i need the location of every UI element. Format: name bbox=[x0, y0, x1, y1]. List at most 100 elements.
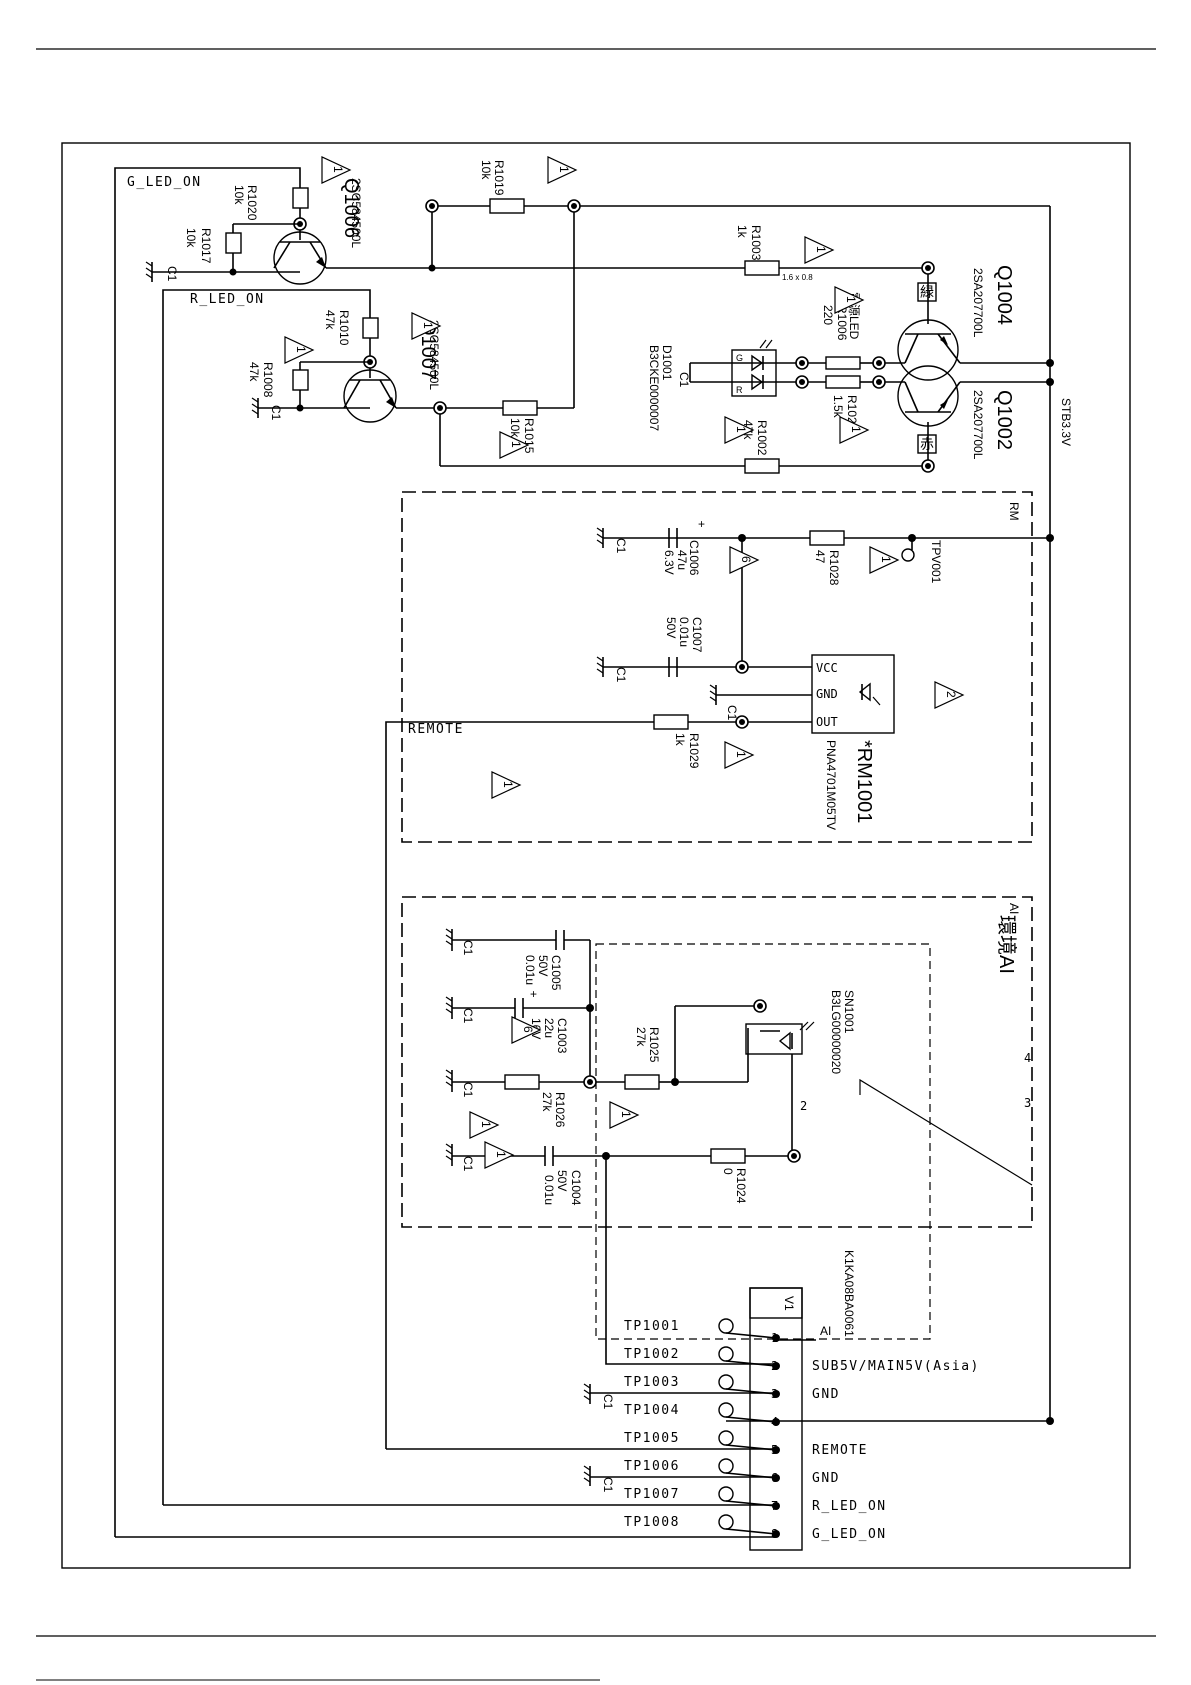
svg-text:R1002: R1002 bbox=[755, 420, 769, 456]
triangle-label-6: 1 bbox=[509, 441, 523, 448]
triangle-13 bbox=[491, 771, 522, 799]
sn-pin2: 2 bbox=[800, 1099, 807, 1113]
pin-signal-3: GND bbox=[812, 1387, 840, 1402]
svg-text:C1004: C1004 bbox=[569, 1170, 583, 1206]
testpoint-6: TP1006 bbox=[624, 1459, 680, 1474]
rm-label: RM bbox=[1007, 502, 1021, 521]
triangle-15 bbox=[609, 1101, 640, 1129]
svg-text:27k: 27k bbox=[540, 1092, 554, 1112]
svg-text:2SC584500L: 2SC584500L bbox=[349, 178, 363, 248]
svg-text:50V: 50V bbox=[536, 955, 550, 976]
r1017-ref: R1017 bbox=[199, 228, 213, 264]
c1-gnd-9: C1 bbox=[461, 1156, 475, 1172]
r1019-ref: R1019 bbox=[492, 160, 506, 196]
rm1001-part: PNA4701M05TV bbox=[824, 740, 838, 830]
pin-number-8: 8 bbox=[771, 1527, 778, 1541]
triangle-label-3: 1 bbox=[421, 322, 435, 329]
r1002-ref: R1002 bbox=[755, 420, 769, 456]
pin-number-5: 5 bbox=[771, 1443, 778, 1457]
c1004-volt: 50V bbox=[555, 1170, 569, 1191]
sn1001-part: B3LG00000020 bbox=[829, 990, 843, 1074]
svg-text:赤: 赤 bbox=[920, 436, 934, 452]
svg-text:K1KA08BA0061: K1KA08BA0061 bbox=[842, 1250, 856, 1337]
svg-text:R1026: R1026 bbox=[553, 1092, 567, 1128]
svg-text:Q1006: Q1006 bbox=[340, 178, 362, 238]
svg-text:2SA207700L: 2SA207700L bbox=[971, 390, 985, 460]
green-char: 緑 bbox=[920, 284, 934, 300]
svg-text:SN1001: SN1001 bbox=[842, 990, 856, 1034]
triangle-7 bbox=[724, 416, 755, 444]
c1-gnd-2: C1 bbox=[269, 405, 283, 421]
red-char: 赤 bbox=[920, 436, 934, 452]
rm-out: OUT bbox=[816, 715, 838, 729]
r1010-val: 47k bbox=[323, 310, 337, 330]
c1006-val: 47u bbox=[675, 550, 689, 570]
ai-title: 環境AI bbox=[995, 915, 1018, 974]
connector-part: K1KA08BA0061 bbox=[842, 1250, 856, 1337]
r1025-ref: R1025 bbox=[647, 1027, 661, 1063]
svg-text:47u: 47u bbox=[675, 550, 689, 570]
svg-text:R1019: R1019 bbox=[492, 160, 506, 196]
triangle-label-2: 1 bbox=[814, 246, 828, 253]
r1020-ref: R1020 bbox=[245, 185, 259, 221]
r1019-val: 10k bbox=[479, 160, 493, 180]
triangle-8 bbox=[839, 416, 870, 444]
pin-number-4: 4 bbox=[771, 1415, 778, 1429]
triangle-label-8: 1 bbox=[849, 426, 863, 433]
svg-text:27k: 27k bbox=[634, 1027, 648, 1047]
r1015-val: 10k bbox=[508, 418, 522, 438]
connector-name: V1 bbox=[782, 1296, 796, 1311]
svg-text:4: 4 bbox=[1024, 1051, 1031, 1065]
triangle-label-15: 1 bbox=[619, 1111, 633, 1118]
r1008-val: 47k bbox=[247, 362, 261, 382]
triangle-label-11: 2 bbox=[944, 691, 958, 698]
pin-number-1: 1 bbox=[771, 1331, 778, 1345]
q1004-part: 2SA207700L bbox=[971, 268, 985, 338]
triangle-0 bbox=[321, 156, 352, 184]
svg-text:1k: 1k bbox=[735, 225, 749, 239]
svg-text:C1005: C1005 bbox=[549, 955, 563, 991]
svg-text:R1025: R1025 bbox=[647, 1027, 661, 1063]
q1002-part: 2SA207700L bbox=[971, 390, 985, 460]
q1004-ref: Q1004 bbox=[993, 265, 1015, 325]
c1007-ref: C1007 bbox=[690, 617, 704, 653]
q1007-ref: Q1007 bbox=[417, 320, 439, 380]
r1020-val: 10k bbox=[232, 185, 246, 205]
svg-text:R1020: R1020 bbox=[245, 185, 259, 221]
pin-signal-6: GND bbox=[812, 1471, 840, 1486]
testpoint-1: TP1001 bbox=[624, 1319, 680, 1334]
triangle-14 bbox=[511, 1016, 542, 1044]
svg-text:0.01u: 0.01u bbox=[677, 617, 691, 647]
triangle-1 bbox=[547, 156, 578, 184]
testpoint-4: TP1004 bbox=[624, 1403, 680, 1418]
testpoint-circle-6 bbox=[718, 1458, 734, 1474]
d1001-symbol bbox=[731, 349, 777, 397]
svg-text:10k: 10k bbox=[184, 228, 198, 248]
triangle-12 bbox=[724, 741, 755, 769]
c1006-volt: 6.3V bbox=[662, 550, 676, 575]
c1-gnd-11: C1 bbox=[601, 1477, 615, 1493]
svg-text:10k: 10k bbox=[232, 185, 246, 205]
tpv001-ref: TPV001 bbox=[929, 540, 943, 584]
c1-gnd-10: C1 bbox=[601, 1394, 615, 1410]
svg-text:R1006: R1006 bbox=[835, 305, 849, 341]
svg-text:Q1007: Q1007 bbox=[417, 320, 439, 380]
d1001-ref: D1001 bbox=[660, 345, 674, 381]
ai-block bbox=[401, 896, 1033, 1228]
r1008-ref: R1008 bbox=[261, 362, 275, 398]
triangle-label-9: 6 bbox=[739, 556, 753, 563]
triangle-10 bbox=[869, 546, 900, 574]
c1006-ref: C1006 bbox=[687, 540, 701, 576]
testpoint-circle-8 bbox=[718, 1514, 734, 1530]
testpoint-circle-2 bbox=[718, 1346, 734, 1362]
svg-text:V1: V1 bbox=[782, 1296, 796, 1311]
pin-number-6: 6 bbox=[771, 1471, 778, 1485]
svg-text:2SC584500L: 2SC584500L bbox=[427, 320, 441, 390]
svg-text:+: + bbox=[530, 987, 537, 1001]
svg-text:+: + bbox=[698, 517, 705, 531]
c1003-val: 22u bbox=[542, 1018, 556, 1038]
c1007-volt: 50V bbox=[664, 617, 678, 638]
d1001-r: R bbox=[736, 385, 743, 395]
testpoint-8: TP1008 bbox=[624, 1515, 680, 1530]
